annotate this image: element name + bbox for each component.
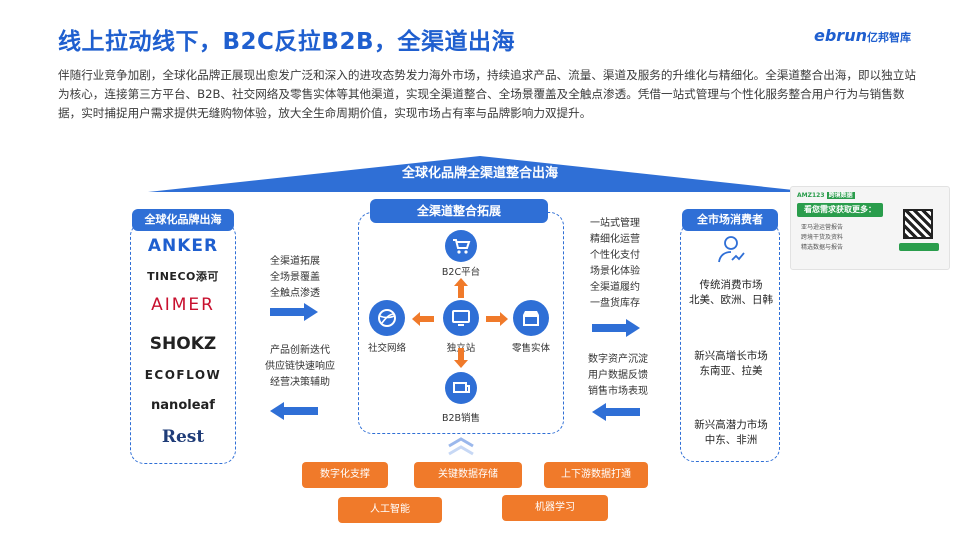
market-regions: 北美、欧洲、日韩 xyxy=(689,294,773,306)
foundation-ai: 人工智能 xyxy=(338,497,442,523)
promo-item: 亚马逊运营报告 xyxy=(801,224,844,231)
promo-item: 跨境干货及资料 xyxy=(801,234,844,241)
right-text-bottom-line: 用户数据反馈 xyxy=(588,370,648,381)
market-high-potential: 新兴高潜力市场 中东、非洲 xyxy=(681,418,781,448)
down-arrow-icon xyxy=(454,348,468,368)
chevron-up-icon xyxy=(448,437,474,456)
node-label-retail: 零售实体 xyxy=(511,343,550,354)
brand-nanoleaf: nanoleaf xyxy=(151,398,215,413)
right-arrow-icon xyxy=(592,319,640,337)
logo-sub: 亿邦智库 xyxy=(866,31,911,44)
brand-logo: ebrun亿邦智库 xyxy=(814,26,911,45)
brand-rest: Rest xyxy=(161,427,205,447)
right-text-top-line: 一站式管理 xyxy=(590,218,640,229)
page-title: 线上拉动线下，B2C反拉B2B，全渠道出海 xyxy=(58,29,515,55)
banner-label: 全球化品牌全渠道整合出海 xyxy=(401,166,558,181)
left-text-top-line: 全场景覆盖 xyxy=(270,272,320,283)
promo-headline: 看您需求获取更多： xyxy=(797,203,883,217)
promo-badge-a: AMZ123 xyxy=(797,192,825,199)
right-text-bottom-line: 数字资产沉淀 xyxy=(588,354,648,365)
right-arrow-icon xyxy=(270,303,318,321)
left-arrow-icon xyxy=(592,403,640,421)
right-text-top: 一站式管理 精细化运营 个性化支付 场景化体验 全渠道履约 一盘货库存 xyxy=(578,216,652,312)
node-label-social: 社交网络 xyxy=(367,343,406,354)
social-network-icon xyxy=(369,300,405,336)
brand-aimer: AIMER xyxy=(151,295,215,315)
right-text-top-line: 个性化支付 xyxy=(590,250,640,261)
b2c-cart-icon xyxy=(445,230,477,262)
right-text-top-line: 精细化运营 xyxy=(590,234,640,245)
brand-shokz: SHOKZ xyxy=(149,334,217,354)
channels-panel-title: 全渠道整合拓展 xyxy=(370,199,548,223)
logo-main: ebrun xyxy=(814,26,867,45)
right-text-top-line: 全渠道履约 xyxy=(590,282,640,293)
node-label-b2c: B2C平台 xyxy=(441,267,481,278)
left-text-bottom-line: 产品创新迭代 xyxy=(270,345,330,356)
left-arrow-icon xyxy=(270,402,318,420)
intro-paragraph: 伴随行业竞争加剧，全球化品牌正展现出愈发广泛和深入的进攻态势发力海外市场，持续追… xyxy=(58,68,916,120)
market-traditional: 传统消费市场 北美、欧洲、日韩 xyxy=(681,278,781,308)
promo-item: 精选数据与报告 xyxy=(801,244,844,251)
brand-tineco: TINECO添可 xyxy=(147,270,219,283)
market-name: 新兴高增长市场 xyxy=(694,350,768,362)
brand-anker: ANKER xyxy=(147,236,219,256)
foundation-storage: 关键数据存储 xyxy=(414,462,522,488)
promo-badge: AMZ123 跨境数据 xyxy=(797,190,855,199)
brands-panel xyxy=(130,222,236,464)
left-text-top-line: 全渠道拓展 xyxy=(270,256,320,267)
foundation-data-link: 上下游数据打通 xyxy=(544,462,648,488)
market-name: 新兴高潜力市场 xyxy=(694,419,768,431)
promo-items: 亚马逊运营报告 跨境干货及资料 精选数据与报告 xyxy=(801,223,843,253)
brands-panel-title: 全球化品牌出海 xyxy=(132,209,234,231)
promo-button[interactable] xyxy=(899,243,939,251)
brand-ecoflow: ECOFLOW xyxy=(144,368,222,382)
right-text-top-line: 一盘货库存 xyxy=(590,298,640,309)
foundation-ml: 机器学习 xyxy=(502,495,608,521)
foundation-digital: 数字化支撑 xyxy=(302,462,388,488)
retail-store-icon xyxy=(513,300,549,336)
up-arrow-icon xyxy=(454,278,468,298)
left-text-top-line: 全触点渗透 xyxy=(270,288,320,299)
left-arrow-small-icon xyxy=(412,312,434,326)
b2b-cart-icon xyxy=(445,372,477,404)
right-text-bottom: 数字资产沉淀 用户数据反馈 销售市场表现 xyxy=(578,352,658,400)
consumers-panel-title: 全市场消费者 xyxy=(682,209,778,231)
promo-card[interactable]: AMZ123 跨境数据 看您需求获取更多： 亚马逊运营报告 跨境干货及资料 精选… xyxy=(790,186,950,270)
right-text-bottom-line: 销售市场表现 xyxy=(588,386,648,397)
promo-badge-b: 跨境数据 xyxy=(826,192,855,199)
market-regions: 中东、非洲 xyxy=(704,434,758,446)
left-text-top: 全渠道拓展 全场景覆盖 全触点渗透 xyxy=(250,254,340,302)
consumer-growth-icon xyxy=(718,236,745,263)
right-arrow-small-icon xyxy=(486,312,508,326)
market-regions: 东南亚、拉美 xyxy=(699,365,763,377)
banner-triangle xyxy=(148,156,812,192)
left-text-bottom-line: 经营决策辅助 xyxy=(270,377,330,388)
market-high-growth: 新兴高增长市场 东南亚、拉美 xyxy=(681,349,781,379)
left-text-bottom: 产品创新迭代 供应链快速响应 经营决策辅助 xyxy=(250,343,350,391)
independent-site-icon xyxy=(443,300,479,336)
consumers-panel xyxy=(680,222,780,462)
node-label-b2b: B2B销售 xyxy=(441,413,481,424)
left-text-bottom-line: 供应链快速响应 xyxy=(265,361,335,372)
right-text-top-line: 场景化体验 xyxy=(590,266,640,277)
qr-code-icon[interactable] xyxy=(903,209,933,239)
market-name: 传统消费市场 xyxy=(699,279,763,291)
